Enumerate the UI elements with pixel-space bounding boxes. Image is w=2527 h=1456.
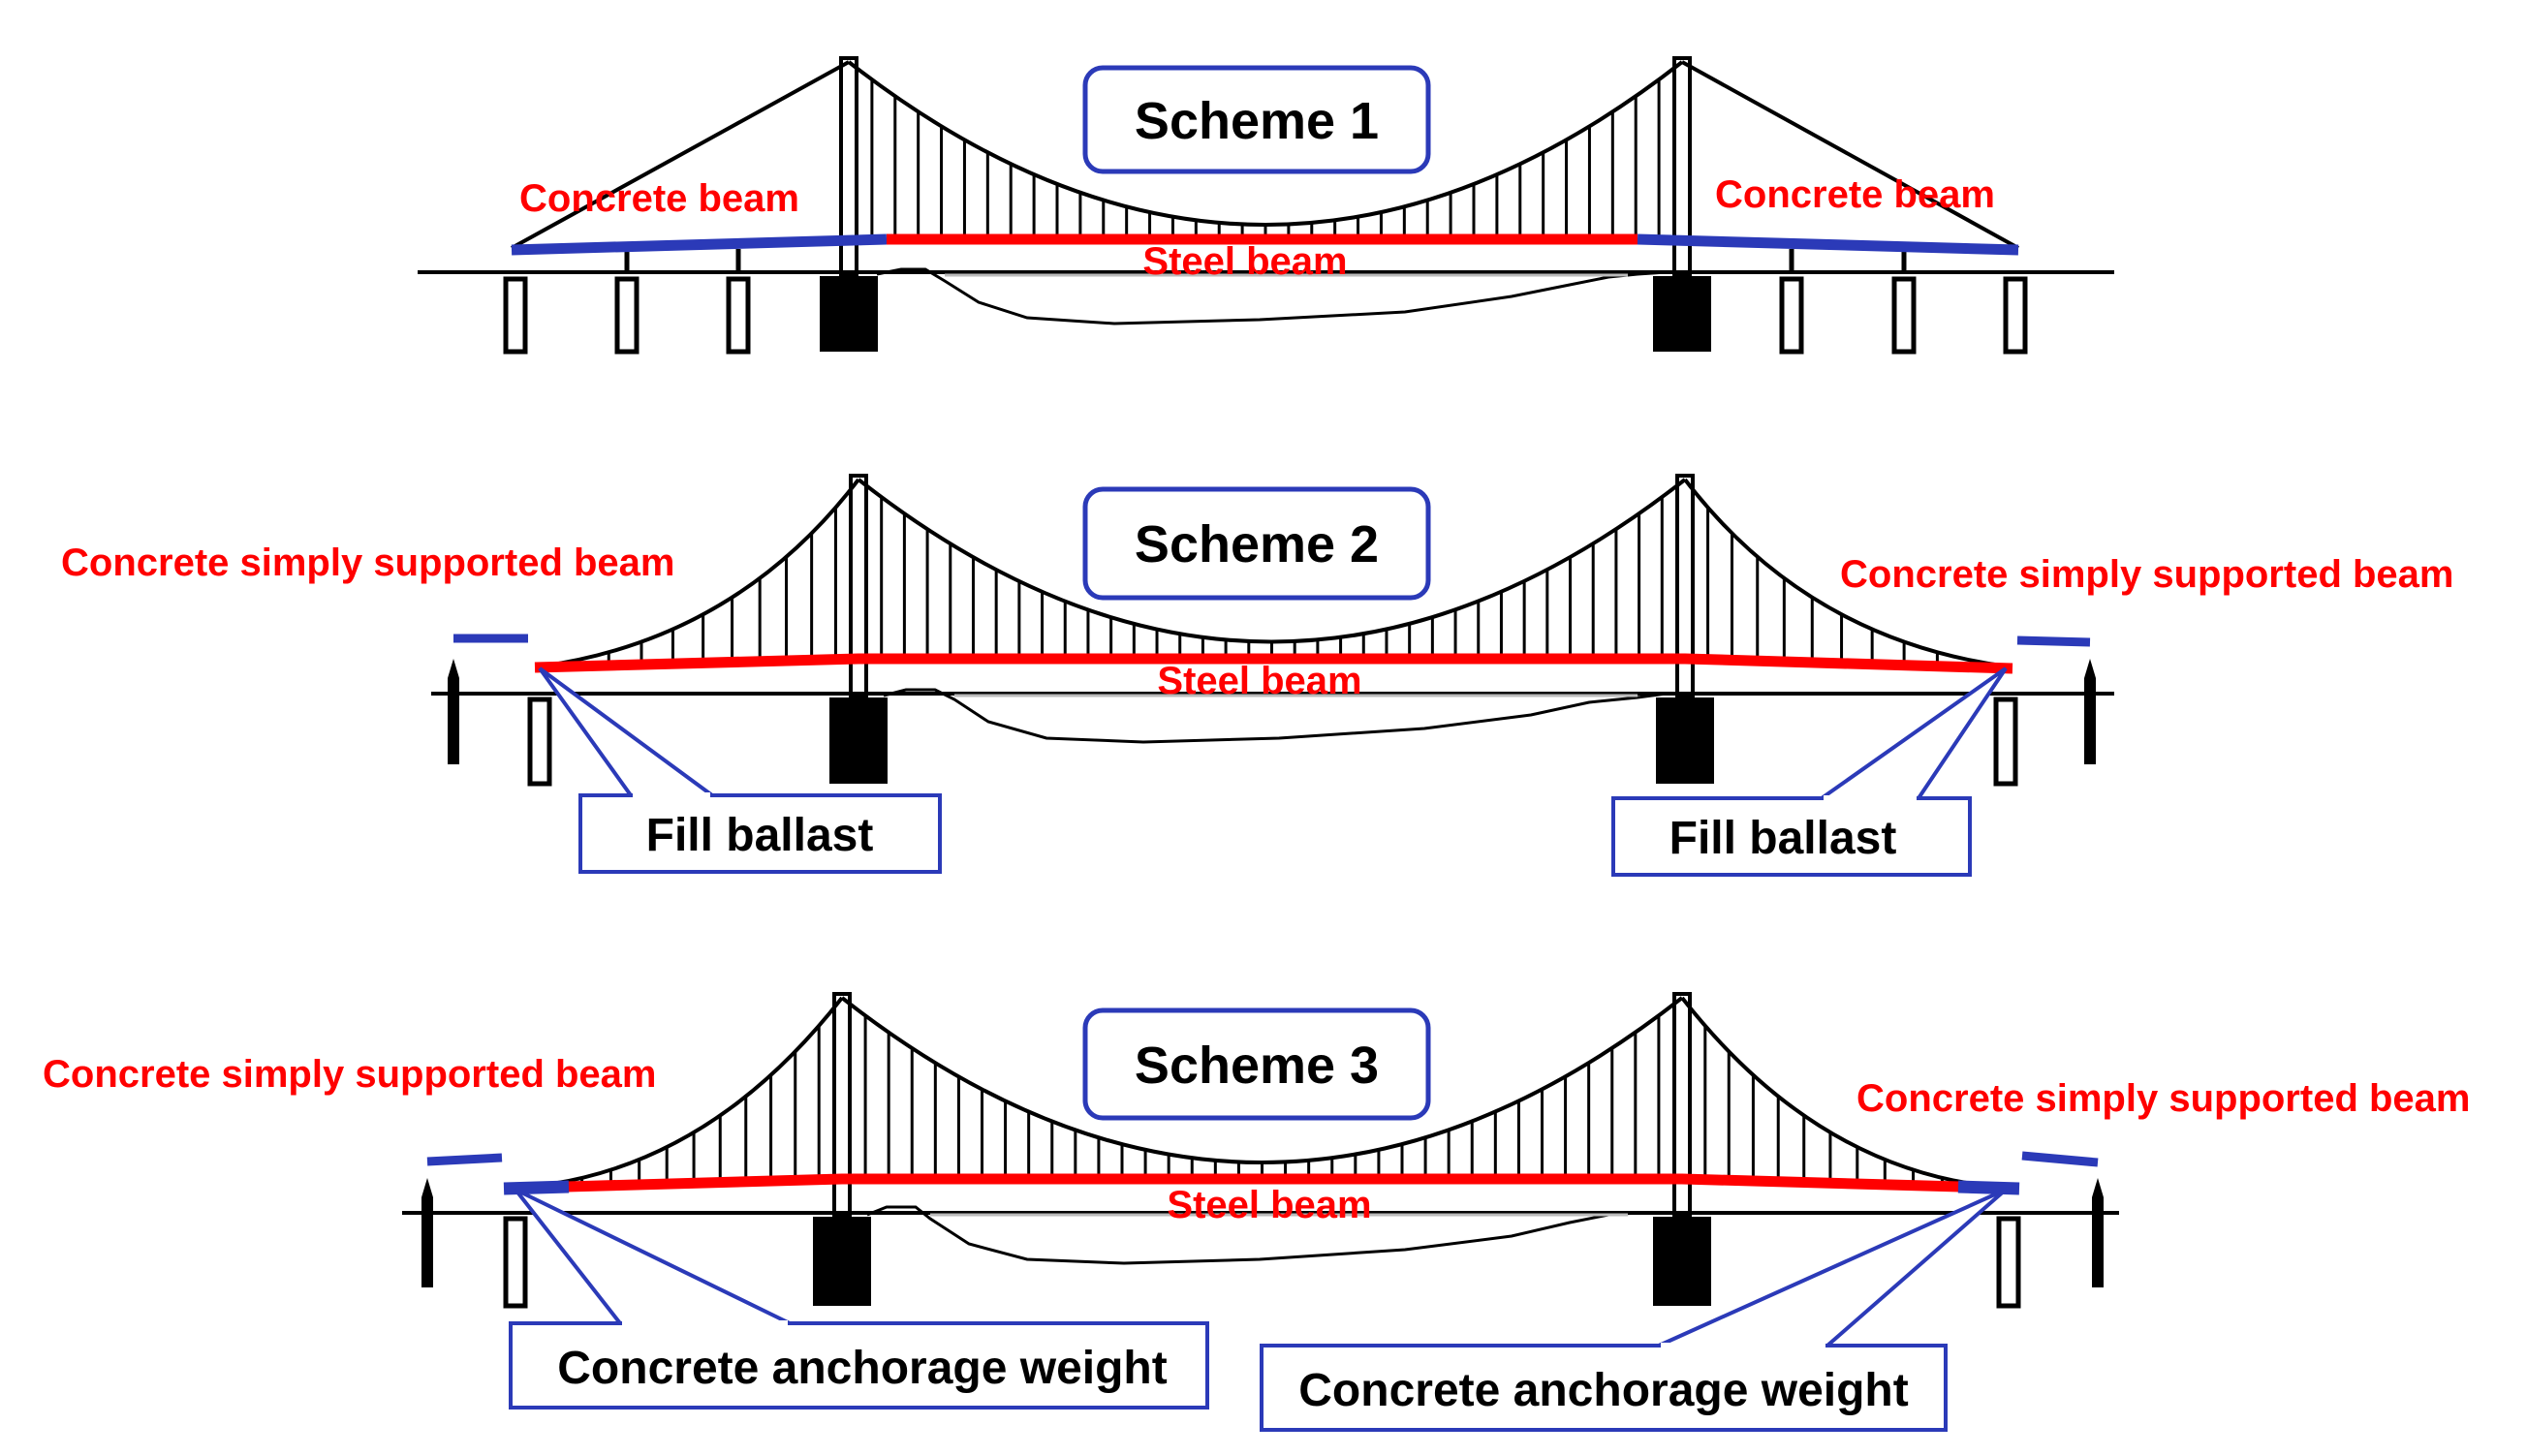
- concrete-anchorage-weight-right: [1957, 1180, 2020, 1195]
- label-concrete-simply-supported-beam-right: Concrete simply supported beam: [1856, 1077, 2470, 1120]
- abutment-post-right: [2092, 1197, 2104, 1287]
- end-pier-left: [527, 697, 552, 787]
- abutment-post-tip: [448, 659, 459, 678]
- abutment-post-tip: [2084, 659, 2096, 678]
- side-cable-right: [1683, 478, 2009, 668]
- scheme-title: Scheme 2: [1135, 515, 1379, 573]
- callout-box: [509, 1321, 1209, 1410]
- abutment-post-left: [421, 1197, 433, 1287]
- scheme-1: Scheme 1 Concrete beam Concrete beam Ste…: [418, 56, 2114, 355]
- side-hangers: [607, 507, 837, 663]
- end-pier-right: [1993, 697, 2018, 787]
- backstay-cable-left: [511, 60, 850, 250]
- hangers: [880, 497, 1664, 657]
- callout-fill-ballast-left: Fill ballast: [538, 666, 942, 874]
- label-steel-beam: Steel beam: [1157, 660, 1361, 702]
- callout-pointer: [1820, 666, 2008, 800]
- side-cable-right: [1680, 996, 1973, 1186]
- tower-foundation-left: [829, 697, 888, 784]
- label-concrete-beam-left: Concrete beam: [519, 177, 799, 220]
- tower-right: [1675, 474, 1695, 699]
- riverbed-profile: [876, 267, 1668, 325]
- label-concrete-simply-supported-beam-right: Concrete simply supported beam: [1840, 553, 2453, 596]
- side-cable-left: [539, 478, 860, 668]
- callout-text: Concrete anchorage weight: [1298, 1365, 1908, 1416]
- scheme-title: Scheme 3: [1135, 1037, 1379, 1095]
- callout-pointer: [1658, 1188, 2008, 1348]
- concrete-simply-supported-beam-left: [426, 1153, 503, 1166]
- callout-fill-ballast-right: Fill ballast: [1611, 666, 2008, 877]
- tower-foundation-right: [1653, 1217, 1711, 1306]
- riverbed-profile: [866, 1205, 1638, 1265]
- hangers: [870, 79, 1661, 241]
- riverbed-profile: [883, 688, 1668, 744]
- concrete-simply-supported-beam-right: [2021, 1151, 2099, 1167]
- abutment-post-tip: [421, 1178, 433, 1197]
- tower-foundation-right: [1656, 697, 1714, 784]
- label-concrete-simply-supported-beam-left: Concrete simply supported beam: [61, 542, 674, 584]
- scheme-title-box: [1082, 1007, 1431, 1121]
- tower-right: [1672, 56, 1692, 278]
- steel-beam: [534, 653, 2013, 674]
- concrete-anchorage-weight-left: [503, 1180, 570, 1195]
- label-concrete-simply-supported-beam-left: Concrete simply supported beam: [43, 1053, 656, 1096]
- pier: [1779, 276, 1804, 355]
- tower-left: [832, 992, 852, 1219]
- callout-text: Fill ballast: [646, 810, 874, 861]
- concrete-beam-right: [1637, 233, 2019, 256]
- pier: [726, 276, 751, 355]
- callout-anchorage-right: Concrete anchorage weight: [1260, 1188, 2008, 1432]
- tower-foundation-right: [1653, 276, 1711, 352]
- abutment-post-tip: [2092, 1178, 2104, 1197]
- scheme-title-box: [1082, 486, 1431, 601]
- abutment-post-right: [2084, 678, 2096, 764]
- side-cable-left: [551, 996, 844, 1186]
- callout-text: Fill ballast: [1669, 813, 1897, 864]
- pier: [614, 276, 640, 355]
- tower-right: [1672, 992, 1692, 1219]
- scheme-2: Scheme 2 Concrete simply supported beam …: [61, 474, 2453, 877]
- scheme-title-box: [1082, 65, 1431, 174]
- callout-box: [578, 793, 942, 874]
- scheme-3: Scheme 3 Concrete simply supported beam …: [43, 992, 2470, 1432]
- label-concrete-beam-right: Concrete beam: [1715, 173, 1995, 216]
- end-pier-right: [1996, 1216, 2021, 1309]
- approach-piers: [503, 249, 2028, 355]
- hangers: [863, 1015, 1661, 1177]
- callout-box: [1611, 796, 1972, 877]
- callout-pointer: [514, 1188, 791, 1325]
- label-steel-beam: Steel beam: [1167, 1184, 1371, 1226]
- pier: [1891, 276, 1917, 355]
- backstay-cable-right: [1681, 60, 2019, 250]
- tower-left: [839, 56, 858, 278]
- concrete-beam-left: [511, 233, 888, 256]
- side-hangers: [1703, 1025, 1944, 1182]
- callout-box: [1260, 1344, 1948, 1432]
- tower-left: [849, 474, 868, 699]
- callout-text: Concrete anchorage weight: [557, 1343, 1167, 1394]
- side-hangers: [580, 1025, 821, 1182]
- pier: [2003, 276, 2028, 355]
- scheme-title: Scheme 1: [1135, 92, 1379, 150]
- steel-beam: [566, 1173, 1961, 1193]
- end-pier-left: [503, 1216, 528, 1309]
- abutment-post-left: [448, 678, 459, 764]
- callout-pointer: [538, 666, 714, 797]
- tower-foundation-left: [813, 1217, 871, 1306]
- tower-foundation-left: [820, 276, 878, 352]
- pier: [503, 276, 528, 355]
- label-steel-beam: Steel beam: [1142, 240, 1347, 283]
- callout-anchorage-left: Concrete anchorage weight: [509, 1188, 1209, 1410]
- concrete-simply-supported-beam-right: [2016, 635, 2091, 647]
